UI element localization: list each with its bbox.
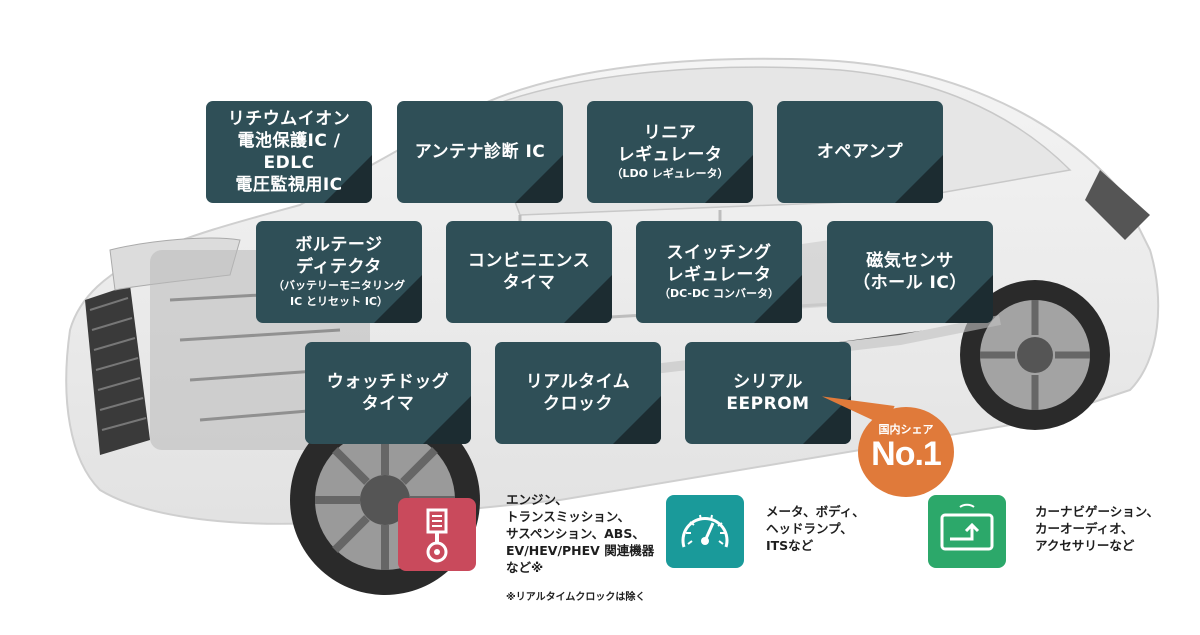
tile-text: スイッチング bbox=[666, 243, 772, 263]
legend-line: ヘッドランプ、 bbox=[766, 521, 853, 536]
legend-text-navigation: カーナビゲーション、 カーオーディオ、 アクセサリーなど bbox=[1035, 503, 1159, 554]
legend-icon-engine bbox=[398, 498, 476, 571]
tile-text: ウォッチドッグ bbox=[326, 372, 450, 392]
tile-text: クロック bbox=[543, 394, 613, 414]
tile-text: レギュレータ bbox=[617, 145, 723, 165]
legend-text-meter: メータ、ボディ、 ヘッドランプ、 ITSなど bbox=[766, 503, 865, 554]
tile-text: アンテナ診断 IC bbox=[414, 142, 546, 162]
tile-text: リチウムイオン bbox=[227, 109, 351, 129]
legend-line: トランスミッション、 bbox=[506, 509, 631, 524]
tile-serial-eeprom: シリアル EEPROM bbox=[685, 342, 851, 444]
tile-text: リアルタイム bbox=[525, 372, 631, 392]
legend-icon-meter bbox=[666, 495, 744, 568]
tile-text: レギュレータ bbox=[666, 265, 772, 285]
legend-text-engine: エンジン、 トランスミッション、 サスペンション、ABS、 EV/HEV/PHE… bbox=[506, 491, 654, 576]
market-share-badge: 国内シェア No.1 bbox=[821, 376, 954, 497]
tile-text: タイマ bbox=[502, 273, 556, 293]
tile-convenience-timer: コンビニエンス タイマ bbox=[446, 221, 612, 323]
legend-line: など※ bbox=[506, 560, 544, 575]
tile-text: ボルテージ bbox=[295, 235, 383, 255]
tile-subtext: （DC-DC コンバータ） bbox=[658, 287, 780, 300]
engine-piston-icon bbox=[426, 508, 448, 563]
tile-text: タイマ bbox=[361, 394, 415, 414]
badge-rank: No.1 bbox=[871, 435, 942, 473]
tile-watchdog-timer: ウォッチドッグ タイマ bbox=[305, 342, 471, 444]
tile-subtext: （バッテリーモニタリング bbox=[273, 279, 405, 292]
tile-text: 磁気センサ bbox=[866, 251, 954, 271]
tile-text: リニア bbox=[643, 123, 697, 143]
tile-linear-regulator: リニア レギュレータ （LDO レギュレータ） bbox=[587, 101, 753, 203]
legend-line: カーナビゲーション、 bbox=[1035, 504, 1160, 519]
tile-text: ディテクタ bbox=[296, 257, 382, 277]
footnote: ※リアルタイムクロックは除く bbox=[506, 592, 646, 603]
tile-switching-regulator: スイッチング レギュレータ （DC-DC コンバータ） bbox=[636, 221, 802, 323]
tile-subtext: IC とリセット IC） bbox=[290, 295, 388, 308]
tile-antenna-diagnosis-ic: アンテナ診断 IC bbox=[397, 101, 563, 203]
tile-text: 電池保護IC / EDLC bbox=[237, 131, 341, 173]
tile-li-ion-battery-protection-ic: リチウムイオン 電池保護IC / EDLC 電圧監視用IC bbox=[206, 101, 372, 203]
legend-line: EV/HEV/PHEV 関連機器 bbox=[506, 543, 655, 558]
tile-text: オペアンプ bbox=[816, 142, 904, 162]
car-navigation-icon bbox=[940, 503, 994, 551]
tile-text: （ホール IC） bbox=[853, 273, 967, 293]
tile-text: 電圧監視用IC bbox=[235, 175, 343, 195]
legend-line: サスペンション、ABS、 bbox=[506, 526, 645, 541]
badge-caption: 国内シェア bbox=[878, 423, 934, 436]
legend-icon-navigation bbox=[928, 495, 1006, 568]
tile-text: EEPROM bbox=[726, 394, 810, 414]
legend-line: メータ、ボディ、 bbox=[766, 504, 865, 519]
legend-line: ITSなど bbox=[766, 538, 814, 553]
tile-text: シリアル bbox=[733, 372, 803, 392]
legend-line: エンジン、 bbox=[506, 492, 568, 507]
legend-line: アクセサリーなど bbox=[1035, 538, 1135, 553]
tile-text: コンビニエンス bbox=[467, 251, 591, 271]
tile-subtext: （LDO レギュレータ） bbox=[611, 167, 729, 180]
badge-circle bbox=[858, 407, 954, 497]
speedometer-icon bbox=[681, 514, 729, 548]
tile-magnetic-sensor: 磁気センサ （ホール IC） bbox=[827, 221, 993, 323]
tile-voltage-detector: ボルテージ ディテクタ （バッテリーモニタリング IC とリセット IC） bbox=[256, 221, 422, 323]
tile-real-time-clock: リアルタイム クロック bbox=[495, 342, 661, 444]
legend-line: カーオーディオ、 bbox=[1035, 521, 1134, 536]
tile-op-amp: オペアンプ bbox=[777, 101, 943, 203]
